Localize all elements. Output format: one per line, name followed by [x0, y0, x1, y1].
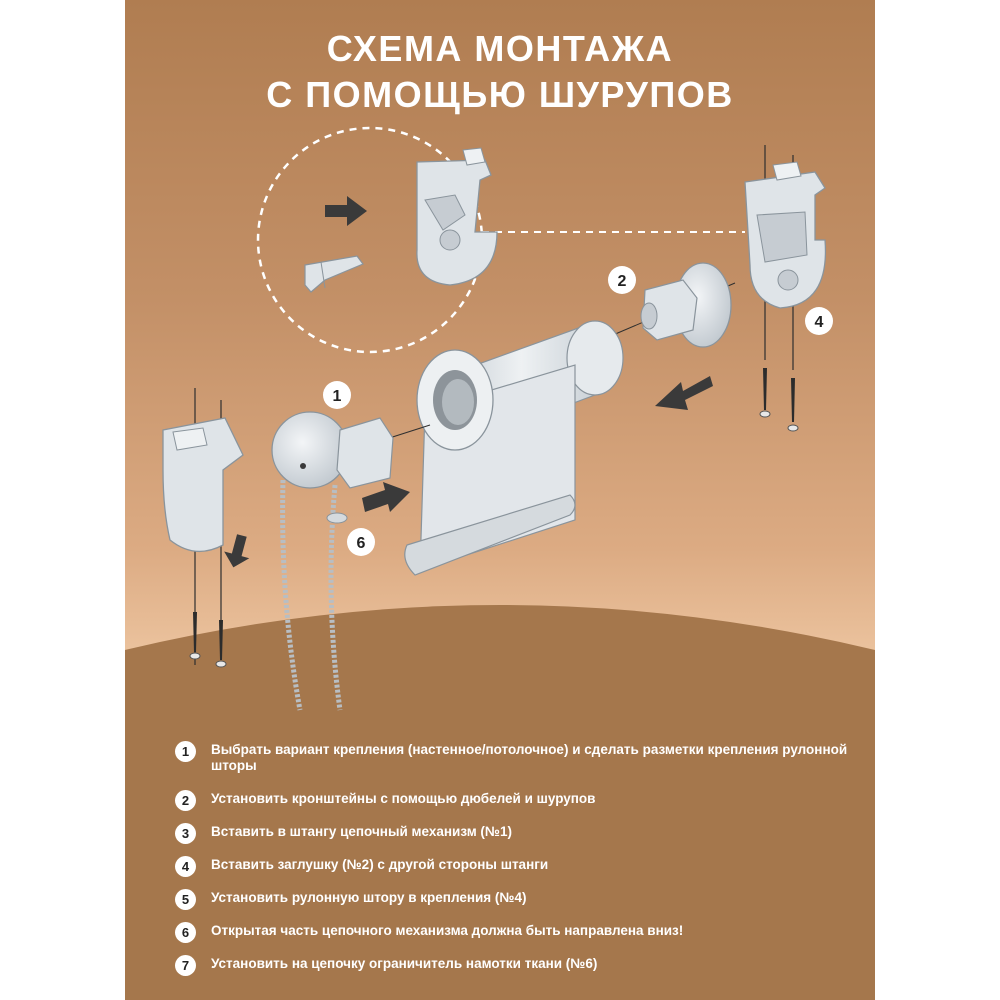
step-item: 1 Выбрать вариант крепления (настенное/п…	[175, 741, 855, 774]
step-text: Выбрать вариант крепления (настенное/пот…	[211, 742, 848, 773]
step-item: 4 Вставить заглушку (№2) с другой сторон…	[175, 856, 855, 877]
screw-icon	[791, 378, 795, 422]
svg-text:2: 2	[618, 273, 627, 290]
roller-blind	[404, 320, 624, 576]
step-text: Установить кронштейны с помощью дюбелей …	[211, 791, 596, 806]
page-title: СХЕМА МОНТАЖА С ПОМОЩЬЮ ШУРУПОВ	[125, 26, 875, 118]
step-number: 4	[175, 856, 196, 877]
bottom-band	[125, 605, 875, 1000]
step-item: 6 Открытая часть цепочного механизма дол…	[175, 922, 855, 943]
right-bracket	[744, 145, 827, 432]
inset-bracket	[416, 147, 498, 286]
svg-text:1: 1	[333, 388, 342, 405]
callout-2: 2	[608, 266, 636, 294]
callout-1: 1	[323, 381, 351, 409]
chain-mechanism	[271, 411, 431, 711]
arrow-right-icon	[362, 482, 410, 512]
infographic-panel: СХЕМА МОНТАЖА С ПОМОЩЬЮ ШУРУПОВ	[125, 0, 875, 1000]
step-item: 7 Установить на цепочку ограничитель нам…	[175, 955, 855, 976]
arrow-right-icon	[325, 196, 367, 226]
svg-text:6: 6	[357, 535, 366, 552]
title-line-1: СХЕМА МОНТАЖА	[326, 28, 674, 69]
step-item: 3 Вставить в штангу цепочный механизм (№…	[175, 823, 855, 844]
step-text: Вставить в штангу цепочный механизм (№1)	[211, 824, 512, 839]
step-number: 2	[175, 790, 196, 811]
step-number: 5	[175, 889, 196, 910]
arrow-down-icon	[224, 534, 250, 568]
screw-icon	[763, 368, 767, 410]
steps-list: 1 Выбрать вариант крепления (настенное/п…	[175, 741, 855, 976]
clip-part	[304, 255, 364, 293]
step-item: 5 Установить рулонную штору в крепления …	[175, 889, 855, 910]
title-line-2: С ПОМОЩЬЮ ШУРУПОВ	[266, 74, 734, 115]
step-number: 3	[175, 823, 196, 844]
callout-4: 4	[805, 307, 833, 335]
step-text: Открытая часть цепочного механизма должн…	[211, 923, 684, 938]
detail-inset	[256, 126, 745, 354]
step-item: 2 Установить кронштейны с помощью дюбеле…	[175, 790, 855, 811]
step-text: Установить рулонную штору в крепления (№…	[211, 890, 527, 905]
svg-text:4: 4	[815, 314, 824, 331]
step-number: 7	[175, 955, 196, 976]
end-cap-part	[612, 262, 736, 348]
step-text: Вставить заглушку (№2) с другой стороны …	[211, 857, 549, 872]
mounting-diagram: 1 2 4 6	[162, 126, 833, 711]
arrow-left-icon	[655, 376, 713, 410]
left-bracket	[162, 388, 250, 668]
step-number: 1	[175, 741, 196, 762]
step-number: 6	[175, 922, 196, 943]
screw-icon	[193, 612, 197, 652]
screw-icon	[219, 620, 223, 660]
callout-6: 6	[347, 528, 375, 556]
step-text: Установить на цепочку ограничитель намот…	[211, 956, 598, 971]
